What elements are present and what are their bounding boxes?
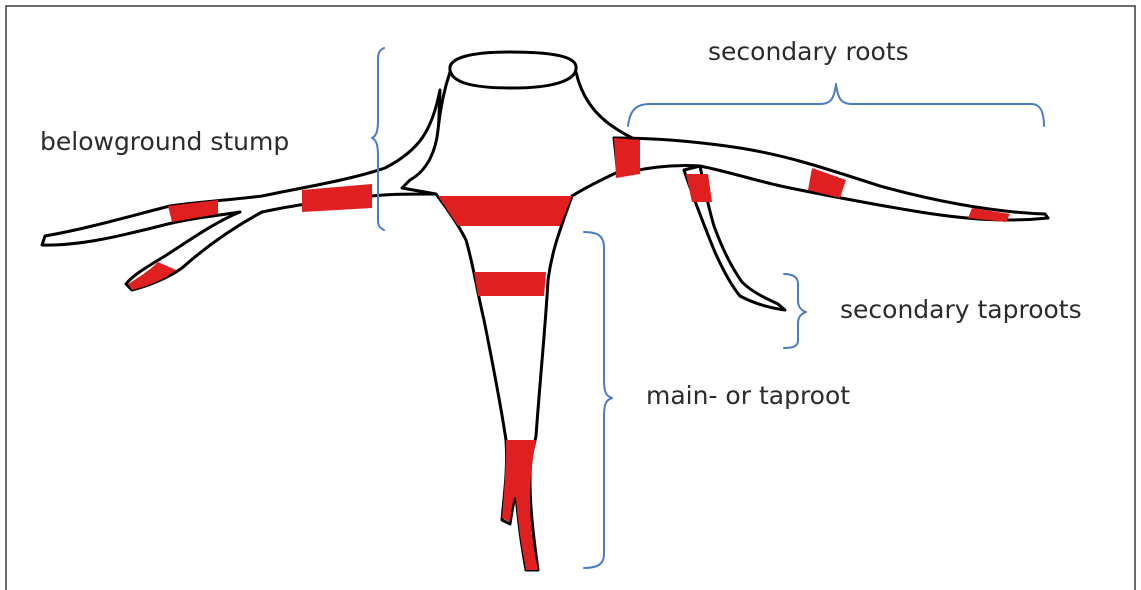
label-secondary-taproots: secondary taproots <box>840 295 1082 324</box>
stump-top <box>450 52 576 88</box>
left-secondary-root <box>42 90 440 290</box>
band-taproot-tip <box>502 440 538 570</box>
taproot-brace <box>584 232 612 568</box>
label-belowground-stump: belowground stump <box>40 127 289 156</box>
label-main-taproot: main- or taproot <box>646 381 850 410</box>
band-right-root-base <box>614 138 640 178</box>
secondary-taproots-brace <box>784 274 806 348</box>
stump-brace <box>372 48 384 230</box>
band-stump-base <box>438 196 572 226</box>
band-taproot-upper <box>474 272 546 296</box>
band-secondary-taproot <box>686 174 712 202</box>
secondary-roots-brace <box>628 84 1044 126</box>
label-secondary-roots: secondary roots <box>708 37 909 66</box>
